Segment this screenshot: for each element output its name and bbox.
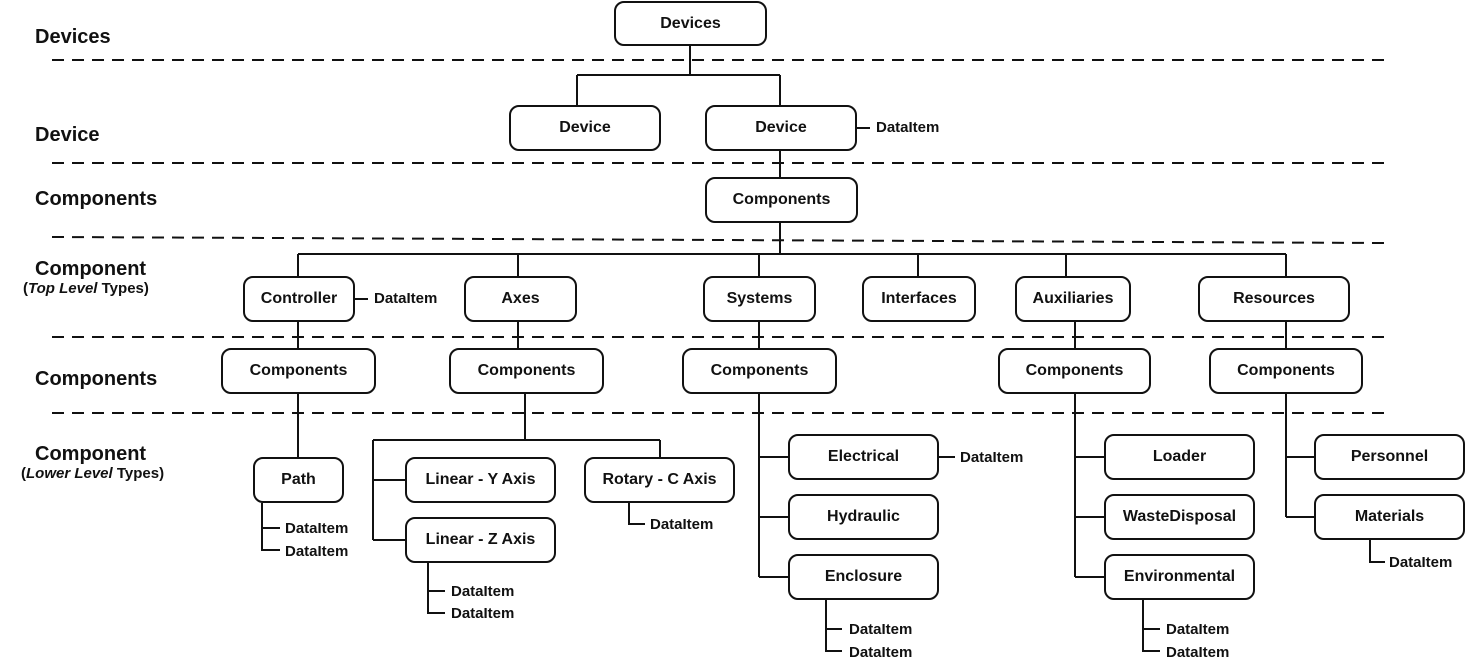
data-item-label: DataItem xyxy=(960,449,1024,466)
node-axes: Axes xyxy=(464,276,577,322)
data-item-label: DataItem xyxy=(451,605,515,622)
data-item-label: DataItem xyxy=(1389,554,1453,571)
row-label-components-lower: Components xyxy=(35,368,158,390)
data-item-label: DataItem xyxy=(285,520,349,537)
row-label-title: Component xyxy=(35,258,147,280)
node-device: Device xyxy=(509,105,661,151)
data-item-label: DataItem xyxy=(849,621,913,638)
node-components: Components xyxy=(705,177,858,223)
data-item-label: DataItem xyxy=(1166,644,1230,661)
node-components: Components xyxy=(998,348,1151,394)
node-controller: Controller xyxy=(243,276,355,322)
node-hydraulic: Hydraulic xyxy=(788,494,939,540)
row-label-device: Device xyxy=(35,124,100,146)
row-label-devices: Devices xyxy=(35,26,111,48)
row-label-subtitle: (Top Level Types) xyxy=(23,280,149,297)
data-item-label: DataItem xyxy=(285,543,349,560)
node-components: Components xyxy=(1209,348,1363,394)
data-item-label: DataItem xyxy=(876,119,940,136)
row-label-components: Components xyxy=(35,188,158,210)
node-environmental: Environmental xyxy=(1104,554,1255,600)
node-linear-y-axis: Linear - Y Axis xyxy=(405,457,556,503)
node-personnel: Personnel xyxy=(1314,434,1465,480)
row-label-component-lower-level: Component (Lower Level Types) xyxy=(21,443,164,483)
node-waste-disposal: WasteDisposal xyxy=(1104,494,1255,540)
node-resources: Resources xyxy=(1198,276,1350,322)
data-item-label: DataItem xyxy=(650,516,714,533)
node-electrical: Electrical xyxy=(788,434,939,480)
node-path: Path xyxy=(253,457,344,503)
row-label-component-top-level: Component (Top Level Types) xyxy=(23,258,149,298)
node-linear-z-axis: Linear - Z Axis xyxy=(405,517,556,563)
data-item-label: DataItem xyxy=(1166,621,1230,638)
node-materials: Materials xyxy=(1314,494,1465,540)
node-enclosure: Enclosure xyxy=(788,554,939,600)
row-label-subtitle: (Lower Level Types) xyxy=(21,465,165,482)
node-components: Components xyxy=(449,348,604,394)
data-item-label: DataItem xyxy=(451,583,515,600)
node-interfaces: Interfaces xyxy=(862,276,976,322)
row-label-title: Component xyxy=(35,443,147,465)
node-rotary-c-axis: Rotary - C Axis xyxy=(584,457,735,503)
node-auxiliaries: Auxiliaries xyxy=(1015,276,1131,322)
node-systems: Systems xyxy=(703,276,816,322)
node-components: Components xyxy=(682,348,837,394)
node-loader: Loader xyxy=(1104,434,1255,480)
separator-line xyxy=(51,236,1386,244)
data-item-label: DataItem xyxy=(849,644,913,661)
node-device: Device xyxy=(705,105,857,151)
node-devices: Devices xyxy=(614,1,767,46)
data-item-label: DataItem xyxy=(374,290,438,307)
node-components: Components xyxy=(221,348,376,394)
